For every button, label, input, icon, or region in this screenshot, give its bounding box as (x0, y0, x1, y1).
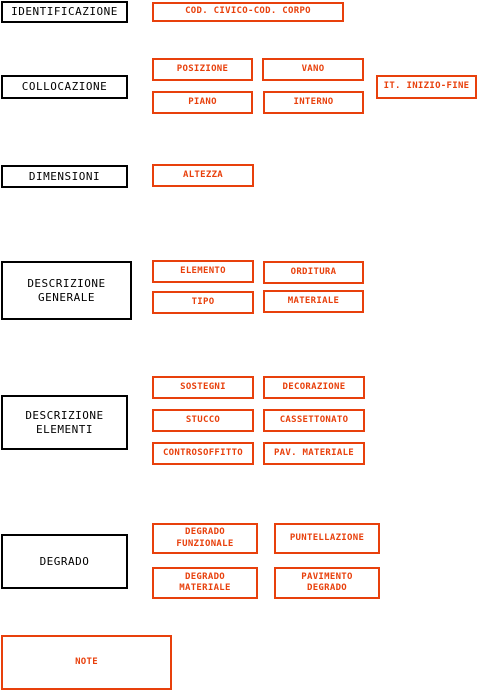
field-vano[interactable]: VANO (262, 58, 364, 81)
field-orditura[interactable]: ORDITURA (263, 261, 364, 284)
field-interno[interactable]: INTERNO (263, 91, 364, 114)
category-identificazione: IDENTIFICAZIONE (1, 1, 128, 23)
field-cassettonato[interactable]: CASSETTONATO (263, 409, 365, 432)
category-descrizione-elementi: DESCRIZIONE ELEMENTI (1, 395, 128, 450)
field-sostegni[interactable]: SOSTEGNI (152, 376, 254, 399)
field-decorazione[interactable]: DECORAZIONE (263, 376, 365, 399)
category-descrizione-generale: DESCRIZIONE GENERALE (1, 261, 132, 320)
field-degrado-materiale[interactable]: DEGRADO MATERIALE (152, 567, 258, 599)
field-posizione[interactable]: POSIZIONE (152, 58, 253, 81)
category-degrado: DEGRADO (1, 534, 128, 589)
field-tipo[interactable]: TIPO (152, 291, 254, 314)
field-pav-materiale[interactable]: PAV. MATERIALE (263, 442, 365, 465)
category-dimensioni: DIMENSIONI (1, 165, 128, 188)
field-cod-civico-corpo[interactable]: COD. CIVICO-COD. CORPO (152, 2, 344, 22)
field-it-inizio-fine[interactable]: IT. INIZIO-FINE (376, 75, 477, 99)
field-note[interactable]: NOTE (1, 635, 172, 690)
field-stucco[interactable]: STUCCO (152, 409, 254, 432)
field-degrado-funzionale[interactable]: DEGRADO FUNZIONALE (152, 523, 258, 554)
field-controsoffitto[interactable]: CONTROSOFFITTO (152, 442, 254, 465)
field-pavimento-degrado[interactable]: PAVIMENTO DEGRADO (274, 567, 380, 599)
field-elemento[interactable]: ELEMENTO (152, 260, 254, 283)
field-materiale[interactable]: MATERIALE (263, 290, 364, 313)
category-collocazione: COLLOCAZIONE (1, 75, 128, 99)
field-altezza[interactable]: ALTEZZA (152, 164, 254, 187)
field-puntellazione[interactable]: PUNTELLAZIONE (274, 523, 380, 554)
field-piano[interactable]: PIANO (152, 91, 253, 114)
